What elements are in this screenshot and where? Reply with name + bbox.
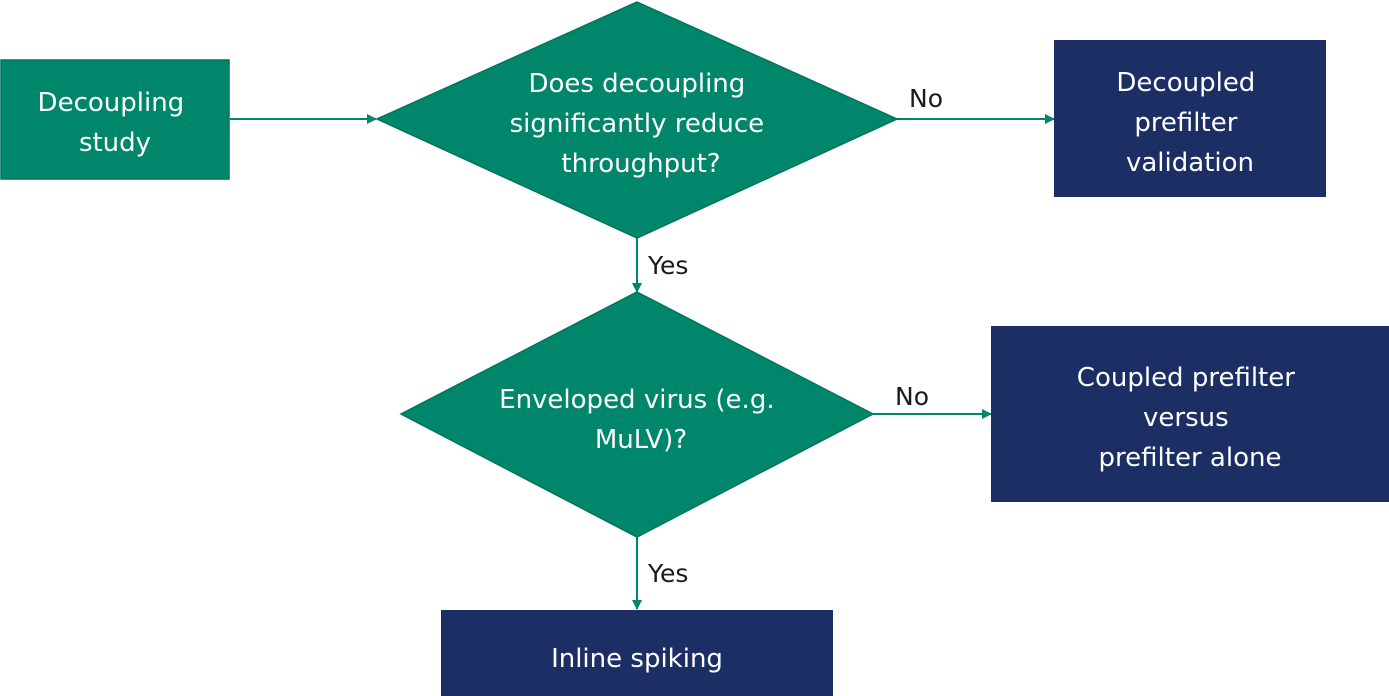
start-node	[0, 59, 230, 180]
decision2-node-label: Enveloped virus (e.g. MuLV)?	[499, 385, 783, 455]
decision1-node	[375, 1, 899, 239]
outcome1-node-line: prefilter	[1134, 108, 1237, 138]
decision2-node	[399, 291, 875, 538]
decision2-node-line: MuLV)?	[595, 425, 687, 455]
outcome1-node-label: Decoupled prefilter validation	[1116, 68, 1263, 178]
start-node-label: Decoupling study	[38, 88, 193, 158]
outcome1-node	[1054, 40, 1326, 197]
outcome1-node-line: Decoupled	[1116, 68, 1255, 98]
outcome2-node-line: prefilter alone	[1099, 443, 1282, 473]
decision1-node-label: Does decoupling significantly reduce thr…	[510, 69, 773, 179]
outcome2-node	[991, 326, 1389, 502]
outcome3-node	[441, 610, 833, 696]
decision2-node-line: Enveloped virus (e.g.	[499, 385, 774, 415]
edge-label-decision2-no: No	[895, 382, 929, 411]
outcome2-node-line: versus	[1143, 403, 1229, 433]
outcome2-node-line: Coupled prefilter	[1077, 363, 1295, 393]
edge-label-decision1-yes: Yes	[647, 251, 688, 280]
outcome3-node-label: Inline spiking	[551, 644, 723, 674]
edge-label-decision1-no: No	[909, 84, 943, 113]
outcome3-node-line: Inline spiking	[551, 644, 723, 674]
start-node-line: Decoupling	[38, 88, 185, 118]
start-node-line: study	[79, 128, 151, 158]
edge-label-decision2-yes: Yes	[647, 559, 688, 588]
decision1-node-line: Does decoupling	[528, 69, 745, 99]
outcome1-node-line: validation	[1126, 148, 1254, 178]
outcome2-node-label: Coupled prefilter versus prefilter alone	[1077, 363, 1303, 473]
decision1-node-line: significantly reduce	[510, 109, 765, 139]
decision1-node-line: throughput?	[561, 149, 720, 179]
